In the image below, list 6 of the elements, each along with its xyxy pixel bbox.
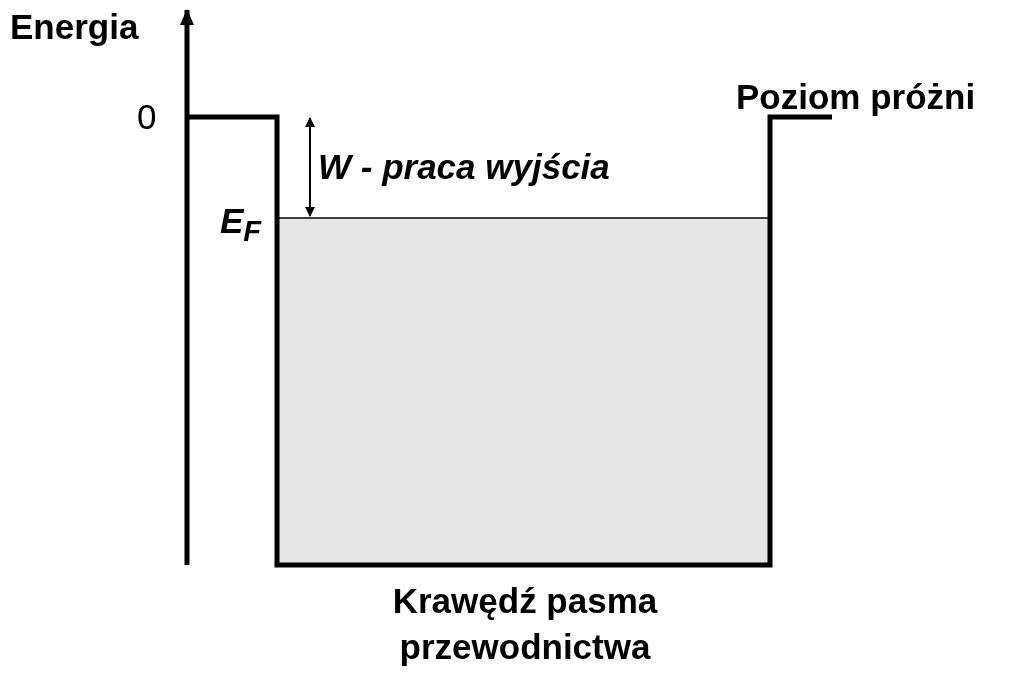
axis-value: 0	[137, 96, 157, 138]
axis-label: Energia	[10, 6, 139, 48]
level-label: Poziom próżni	[736, 76, 976, 118]
level-label: Krawędź pasma przewodnictwa	[391, 580, 659, 668]
dimension-label: W - praca wyjścia	[318, 146, 610, 188]
level-label: E$_{F}$	[220, 200, 262, 249]
